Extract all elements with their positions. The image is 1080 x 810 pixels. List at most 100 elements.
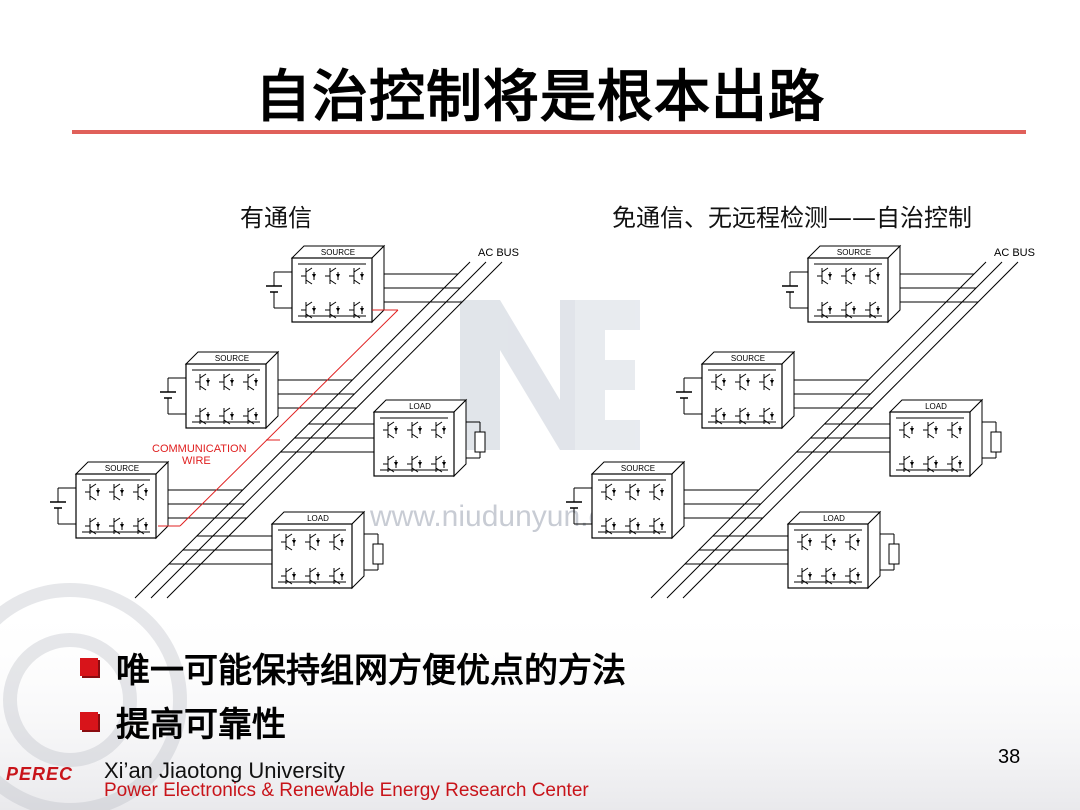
resistor-icon — [888, 543, 900, 565]
left-caption: 有通信 — [240, 204, 312, 232]
igbt-switch-icon — [735, 407, 750, 425]
source-label: SOURCE — [621, 464, 655, 473]
resistor-icon — [474, 431, 486, 453]
igbt-switch-icon — [329, 567, 344, 585]
comm-wire-label: COMMUNICATION — [152, 443, 247, 455]
igbt-switch-icon — [817, 267, 832, 285]
igbt-switch-icon — [649, 483, 664, 501]
box-front — [185, 363, 267, 429]
igbt-switch-icon — [923, 421, 938, 439]
igbt-switch-icon — [711, 407, 726, 425]
ac-bus — [650, 261, 1019, 599]
igbt-switch-icon — [383, 455, 398, 473]
igbt-switch-icon — [947, 455, 962, 473]
igbt-switch-icon — [797, 533, 812, 551]
box-side — [265, 350, 279, 430]
ac-bus-line — [134, 261, 471, 599]
source-converter: SOURCE — [266, 244, 386, 324]
box-front — [75, 473, 157, 539]
phase-connections — [684, 273, 979, 565]
load-converter: LOAD — [270, 510, 384, 590]
igbt-switch-icon — [243, 373, 258, 391]
igbt-switch-icon — [821, 533, 836, 551]
igbt-switch-icon — [601, 517, 616, 535]
igbt-switch-icon — [349, 267, 364, 285]
igbt-switch-icon — [109, 483, 124, 501]
box-side — [371, 244, 385, 324]
igbt-switch-icon — [85, 483, 100, 501]
box-side — [867, 510, 881, 590]
ac-bus-label: AC BUS — [994, 247, 1035, 259]
source-label: SOURCE — [837, 248, 871, 257]
igbt-switch-icon — [865, 267, 880, 285]
igbt-switch-icon — [759, 373, 774, 391]
box-front — [889, 411, 971, 477]
right-caption: 免通信、无远程检测——自治控制 — [612, 204, 972, 232]
igbt-switch-icon — [601, 483, 616, 501]
ac-bus — [134, 261, 503, 599]
box-side — [887, 244, 901, 324]
source-converter: SOURCE — [50, 460, 170, 540]
source-label: SOURCE — [731, 354, 765, 363]
igbt-switch-icon — [301, 267, 316, 285]
diagram-autonomous-control: AC BUS SOURCE SOURCE LOAD SOURCE LOAD — [566, 244, 1035, 599]
igbt-switch-icon — [133, 483, 148, 501]
slide-title: 自治控制将是根本出路 — [255, 65, 825, 130]
igbt-switch-icon — [305, 533, 320, 551]
diagram-with-communication: AC BUSSOURCESOURCELOADSOURCELOADCOMMUNIC… — [50, 244, 519, 599]
comm-wire-line — [179, 309, 399, 527]
source-converter: SOURCE — [676, 350, 796, 430]
comm-wire-label: WIRE — [182, 455, 211, 467]
load-label: LOAD — [409, 402, 431, 411]
bullet-square-icon — [80, 712, 98, 730]
igbt-switch-icon — [407, 421, 422, 439]
bullet-text: 提高可靠性 — [116, 704, 286, 745]
load-converter: LOAD — [888, 398, 1002, 478]
box-front — [291, 257, 373, 323]
ac-bus-line — [650, 261, 987, 599]
igbt-switch-icon — [325, 267, 340, 285]
igbt-switch-icon — [329, 533, 344, 551]
footer-university: Xi’an Jiaotong University — [104, 758, 345, 783]
phase-connections — [168, 273, 463, 565]
igbt-switch-icon — [735, 373, 750, 391]
load-converter: LOAD — [372, 398, 486, 478]
load-label: LOAD — [823, 514, 845, 523]
ac-bus-line — [682, 261, 1019, 599]
source-label: SOURCE — [105, 464, 139, 473]
box-front — [701, 363, 783, 429]
igbt-switch-icon — [845, 533, 860, 551]
igbt-switch-icon — [899, 421, 914, 439]
ac-bus-line — [166, 261, 503, 599]
box-side — [155, 460, 169, 540]
resistor-icon — [372, 543, 384, 565]
igbt-switch-icon — [625, 483, 640, 501]
igbt-switch-icon — [845, 567, 860, 585]
footer-research-center: Power Electronics & Renewable Energy Res… — [104, 780, 589, 801]
resistor-icon — [990, 431, 1002, 453]
perec-logo: PEREC — [6, 764, 74, 784]
ne-watermark-logo — [460, 300, 640, 450]
bullet-text: 唯一可能保持组网方便优点的方法 — [116, 650, 626, 691]
igbt-switch-icon — [109, 517, 124, 535]
igbt-switch-icon — [431, 421, 446, 439]
box-front — [373, 411, 455, 477]
igbt-switch-icon — [195, 373, 210, 391]
load-converter: LOAD — [786, 510, 900, 590]
box-side — [781, 350, 795, 430]
source-label: SOURCE — [321, 248, 355, 257]
bullet-square-icon — [80, 658, 98, 676]
box-side — [671, 460, 685, 540]
igbt-switch-icon — [865, 301, 880, 319]
load-label: LOAD — [925, 402, 947, 411]
igbt-switch-icon — [947, 421, 962, 439]
title-divider — [72, 130, 1026, 134]
box-front — [807, 257, 889, 323]
source-converter: SOURCE — [782, 244, 902, 324]
box-front — [271, 523, 353, 589]
igbt-switch-icon — [841, 267, 856, 285]
bullet-item: 提高可靠性 — [80, 694, 626, 748]
igbt-switch-icon — [281, 533, 296, 551]
